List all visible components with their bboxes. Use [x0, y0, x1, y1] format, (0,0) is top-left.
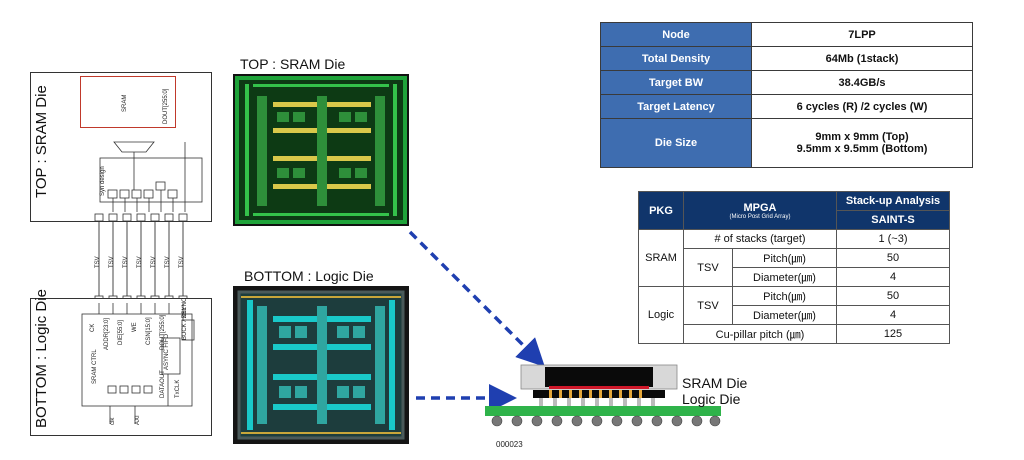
mpga-title: MPGA	[743, 201, 777, 214]
sram-diameter-label: Diameter(㎛)	[732, 267, 837, 287]
mpga-subtitle: (Micro Post Grid Array)	[729, 213, 791, 220]
logic-die-xs-label: Logic Die	[682, 391, 741, 407]
table-row: Cu-pillar pitch (㎛) 125	[639, 324, 950, 344]
logic-pitch-value: 50	[836, 286, 950, 306]
table-row: Diameter(㎛) 4	[639, 305, 950, 325]
mpga-header: MPGA (Micro Post Grid Array)	[683, 191, 837, 230]
stacks-label: # of stacks (target)	[683, 229, 837, 249]
spec-key: Target Latency	[600, 94, 752, 119]
sram-pitch-value: 50	[836, 248, 950, 268]
pkg-table: PKG MPGA (Micro Post Grid Array) Stack-u…	[638, 191, 950, 344]
cu-pillar-value: 125	[836, 324, 950, 344]
spec-key: Target BW	[600, 70, 752, 95]
sram-block	[80, 76, 176, 128]
sram-pitch-label: Pitch(㎛)	[732, 248, 837, 268]
sram-die-circuit	[99, 141, 203, 212]
table-row: Diameter(㎛) 4	[639, 267, 950, 287]
table-row: Target BW 38.4GB/s	[600, 70, 973, 95]
spec-table: Node 7LPP Total Density 64Mb (1stack) Ta…	[600, 22, 973, 168]
spec-value: 38.4GB/s	[751, 70, 973, 95]
top-die-arrow	[408, 230, 545, 367]
spec-value: 7LPP	[751, 22, 973, 47]
logic-die-photo	[233, 286, 409, 444]
die-size-bottom: 9.5mm x 9.5mm (Bottom)	[796, 143, 928, 155]
logic-diameter-label: Diameter(㎛)	[732, 305, 837, 325]
table-row: TSV Pitch(㎛) 50	[639, 248, 950, 287]
pkg-header: PKG	[638, 191, 684, 230]
stackup-header: Stack-up Analysis	[836, 191, 950, 211]
table-row: Total Density 64Mb (1stack)	[600, 46, 973, 71]
spec-key: Node	[600, 22, 752, 47]
logic-pitch-label: Pitch(㎛)	[732, 286, 837, 306]
figure-id: 000023	[496, 440, 523, 449]
table-row: Die Size 9mm x 9mm (Top) 9.5mm x 9.5mm (…	[600, 118, 973, 168]
table-row: Logic TSV Pitch(㎛) 50	[638, 286, 950, 344]
table-row: SAINT-S	[639, 210, 950, 230]
logic-die-circuit	[81, 303, 195, 424]
logic-diameter-value: 4	[836, 305, 950, 325]
stack-schematic: TOP : SRAM Die SRAM DOUT[255:0] Syn desi…	[0, 0, 225, 460]
sram-die-xs-label: SRAM Die	[682, 375, 748, 391]
table-row: PKG MPGA (Micro Post Grid Array) Stack-u…	[638, 191, 950, 230]
table-row: Target Latency 6 cycles (R) /2 cycles (W…	[600, 94, 973, 119]
top-die-photo-title: TOP : SRAM Die	[240, 56, 346, 72]
sram-tsv-label: TSV	[683, 248, 733, 287]
logic-tsv-label: TSV	[683, 286, 733, 325]
sram-diameter-value: 4	[836, 267, 950, 287]
sram-row-label: SRAM	[638, 229, 684, 287]
package-cross-section	[485, 364, 721, 427]
spec-value: 64Mb (1stack)	[751, 46, 973, 71]
stacks-value: 1 (~3)	[836, 229, 950, 249]
sram-die-box	[30, 72, 212, 222]
spec-key: Die Size	[600, 118, 752, 168]
spec-value: 6 cycles (R) /2 cycles (W)	[751, 94, 973, 119]
die-size-top: 9mm x 9mm (Top)	[815, 131, 909, 143]
spec-key: Total Density	[600, 46, 752, 71]
cu-pillar-label: Cu-pillar pitch (㎛)	[683, 324, 837, 344]
sram-die-photo	[233, 74, 409, 226]
table-row: Node 7LPP	[600, 22, 973, 47]
logic-row-label: Logic	[638, 286, 684, 344]
bottom-die-photo-title: BOTTOM : Logic Die	[244, 268, 374, 284]
saint-header: SAINT-S	[836, 210, 950, 230]
spec-value: 9mm x 9mm (Top) 9.5mm x 9.5mm (Bottom)	[751, 118, 973, 168]
table-row: SRAM # of stacks (target) 1 (~3)	[638, 229, 950, 287]
